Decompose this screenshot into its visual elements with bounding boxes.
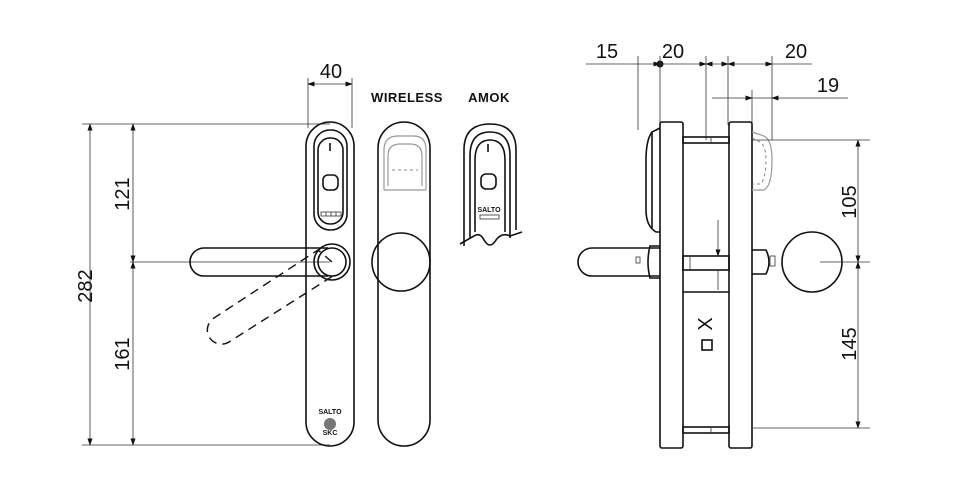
handle-rose <box>313 243 351 281</box>
svg-text:SALTO: SALTO <box>318 409 342 416</box>
dim-upper-height: 121 <box>112 177 134 210</box>
reader-window <box>313 129 348 231</box>
wireless-knob <box>371 232 431 292</box>
side-lever <box>577 247 660 277</box>
lever-handle <box>189 247 328 277</box>
key-cylinder <box>322 174 339 191</box>
lever-rotated-dashed <box>206 249 337 345</box>
dim-side-145: 145 <box>839 327 861 360</box>
dim-side-105: 105 <box>839 185 861 218</box>
label-wireless: WIRELESS <box>371 90 443 105</box>
dim-plate-width: 40 <box>320 61 342 83</box>
wireless-knob-view: WIRELESS <box>371 90 443 447</box>
side-view: 15 20 20 19 <box>577 41 870 449</box>
svg-text:SALTO: SALTO <box>477 207 501 214</box>
dim-side-19: 19 <box>817 75 839 97</box>
dim-side-15: 15 <box>596 41 618 63</box>
salto-logo: SALTO SKC <box>318 409 342 437</box>
dim-door-thickness: X <box>695 317 717 330</box>
amok-key-cylinder <box>480 173 497 190</box>
escutcheon-plate <box>305 121 355 447</box>
side-outer-plate <box>728 121 753 449</box>
amok-view: AMOK SALTO <box>459 90 523 246</box>
dim-side-20b: 20 <box>785 41 807 63</box>
wireless-plate <box>377 121 431 447</box>
side-inner-plate <box>659 121 684 449</box>
label-amok: AMOK <box>468 90 510 105</box>
front-view-handle: SALTO SKC 40 282 121 161 <box>75 61 355 447</box>
dim-side-20a: 20 <box>662 41 684 63</box>
amok-plate-fragment <box>463 123 517 246</box>
dim-lower-height: 161 <box>112 337 134 370</box>
dim-total-height: 282 <box>75 269 97 302</box>
svg-text:SKC: SKC <box>323 430 338 437</box>
